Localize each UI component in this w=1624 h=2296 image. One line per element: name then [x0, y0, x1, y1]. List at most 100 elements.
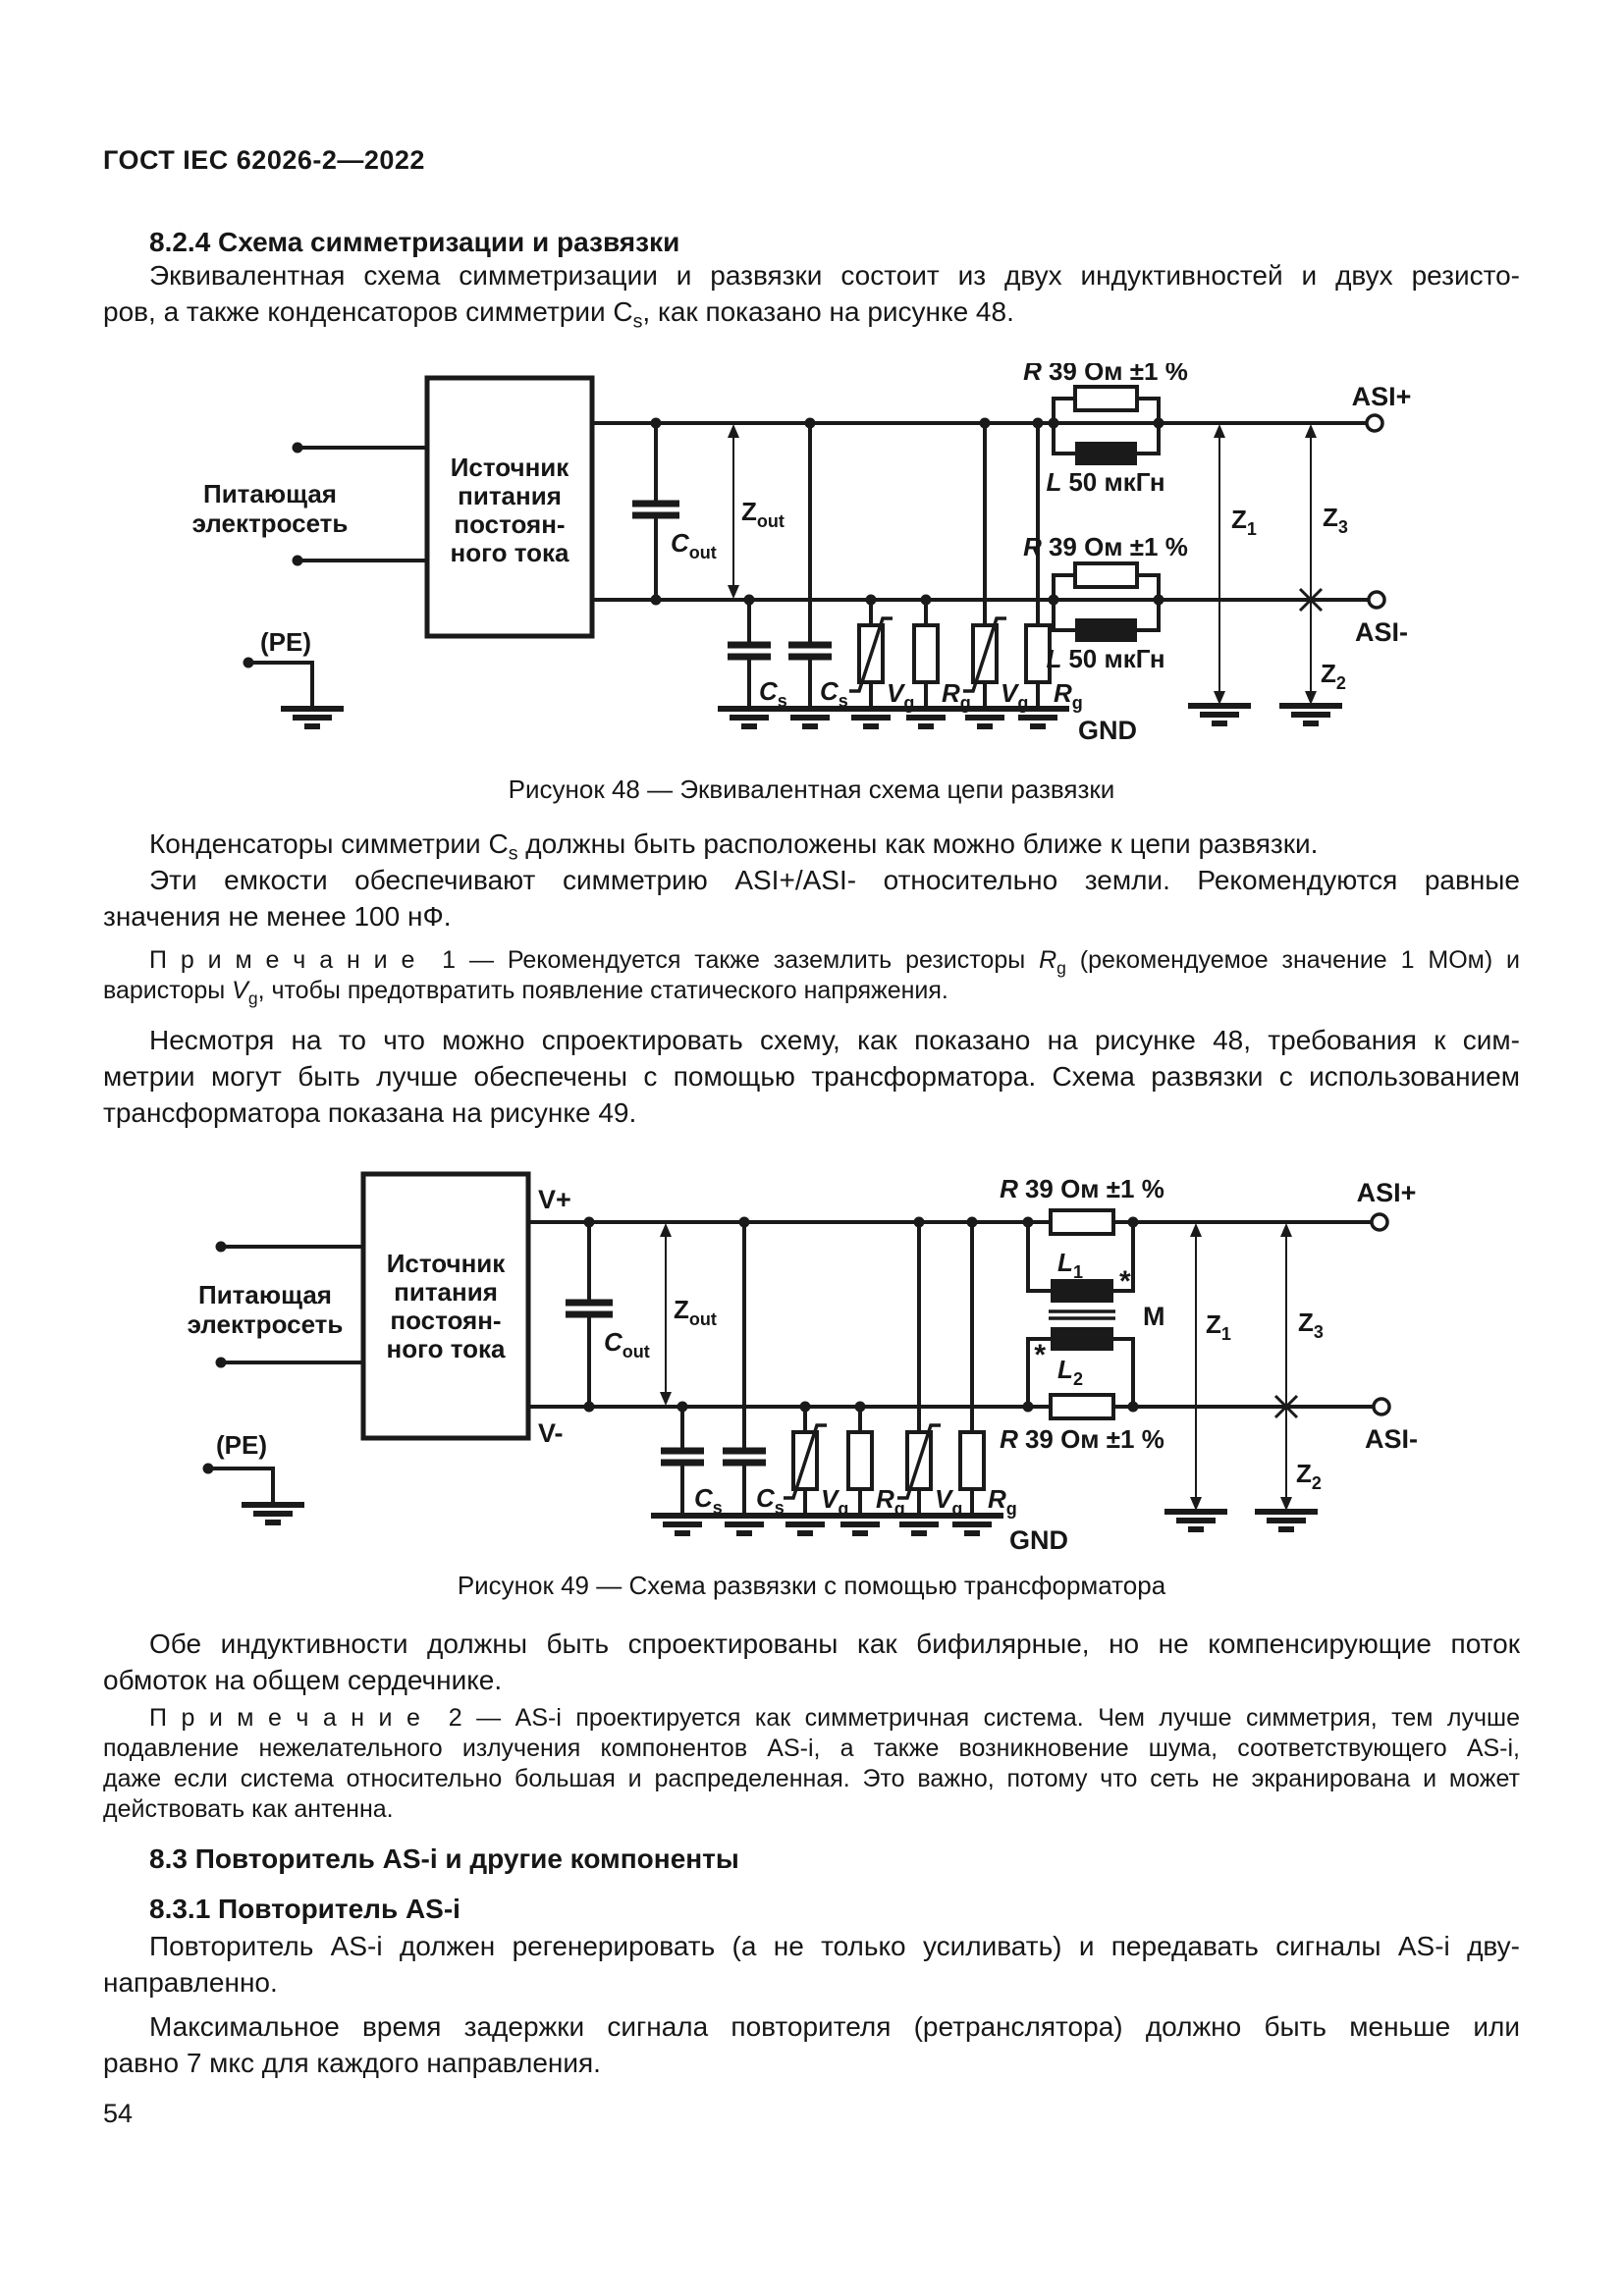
dc-source-box: Источник питания постоян- ного тока	[424, 375, 595, 639]
svg-text:R39 Ом ±1 %: R39 Ом ±1 %	[1000, 1424, 1164, 1454]
cs-capacitor-2: Cs	[779, 421, 848, 729]
r-resistor	[1073, 561, 1139, 589]
svg-text:Cs: Cs	[759, 676, 787, 711]
svg-text:Z1: Z1	[1206, 1309, 1231, 1344]
svg-text:Источник: Источник	[451, 453, 570, 482]
rg-resistor-2: Rg	[1006, 421, 1083, 729]
svg-text:Z3: Z3	[1298, 1308, 1324, 1342]
page-number: 54	[103, 2099, 134, 2128]
z2-label: Z2	[1296, 1459, 1322, 1493]
cout-capacitor: Cout	[632, 421, 717, 602]
svg-text:Z1: Z1	[1231, 505, 1257, 539]
svg-text:Cout: Cout	[604, 1327, 650, 1362]
paragraph-line: равно 7 мкс для каждого направления.	[103, 2048, 601, 2078]
zout-arrow: Zout	[660, 1223, 717, 1406]
supply-label: Питающая электросеть	[192, 479, 349, 538]
note-1-line: варисторы Vg, чтобы предотвратить появле…	[103, 977, 948, 1008]
note-2-line: П р и м е ч а н и е 2 — AS-i проектирует…	[149, 1704, 1520, 1732]
cout-capacitor: Cout	[566, 1220, 650, 1409]
junction-dots	[650, 417, 1164, 606]
figure-48-schematic: Питающая электросеть Источник питания по…	[192, 363, 1412, 745]
subscript: g	[247, 988, 258, 1008]
svg-text:электросеть: электросеть	[192, 508, 349, 538]
pe-ground: (PE)	[243, 627, 344, 729]
svg-text:R39 Ом ±1 %: R39 Ом ±1 %	[1023, 532, 1188, 561]
figure-48-caption: Рисунок 48 — Эквивалентная схема цепи ра…	[508, 774, 1115, 804]
paragraph-line: метрии могут быть лучше обеспечены с пом…	[103, 1061, 1520, 1092]
r-resistor-bottom	[1049, 1393, 1115, 1420]
v-minus-label: V-	[538, 1418, 564, 1448]
variable: R	[1039, 946, 1057, 974]
svg-text:электросеть: электросеть	[188, 1309, 344, 1339]
paragraph-line: значения не менее 100 нФ.	[103, 901, 452, 932]
z1-arrow: Z1	[1164, 1223, 1231, 1532]
v-plus-label: V+	[538, 1185, 571, 1214]
l2-coil	[1051, 1327, 1113, 1351]
note-2-line: даже если система относительно большая и…	[103, 1765, 1520, 1792]
svg-text:Z3: Z3	[1323, 503, 1348, 537]
pe-ground: (PE)	[202, 1430, 304, 1525]
cs-capacitor-1: Cs	[651, 1405, 723, 1536]
variable: V	[232, 977, 248, 1004]
gnd-label: GND	[1078, 716, 1137, 745]
supply-label: Питающая электросеть	[188, 1280, 344, 1339]
svg-text:(PE): (PE)	[260, 627, 311, 657]
svg-text:L50 мкГн: L50 мкГн	[1046, 644, 1164, 673]
asi-minus-terminal: ASI-	[1365, 1397, 1418, 1454]
svg-text:Rg: Rg	[942, 678, 971, 713]
zout-arrow: Zout	[728, 424, 785, 599]
l-inductor	[1075, 618, 1137, 642]
svg-text:ASI+: ASI+	[1352, 382, 1412, 411]
svg-text:Vg: Vg	[887, 678, 914, 713]
paragraph-line: ров, а также конденсаторов симметрии Cs,…	[103, 296, 1014, 333]
transformer-core	[1049, 1309, 1115, 1320]
section-heading-83: 8.3 Повторитель AS-i и другие компоненты	[149, 1843, 739, 1874]
figure-49: Питающая электросеть Источник питания по…	[167, 1156, 1520, 1559]
cs-capacitor-1: Cs	[718, 598, 787, 729]
svg-text:Cs: Cs	[756, 1483, 785, 1518]
vg-varistor-2: Vg	[888, 1220, 962, 1536]
paragraph-line: Максимальное время задержки сигнала повт…	[149, 2011, 1520, 2042]
z3-arrow: Z3	[1279, 424, 1348, 726]
svg-text:Zout: Zout	[674, 1295, 717, 1329]
svg-text:Cout: Cout	[671, 528, 717, 562]
svg-text:Vg: Vg	[935, 1484, 962, 1519]
figure-49-schematic: Питающая электросеть Источник питания по…	[188, 1171, 1418, 1555]
mutual-coupling-label: M	[1143, 1302, 1165, 1331]
paragraph-line: направленно.	[103, 1967, 278, 1998]
svg-text:Rg: Rg	[1054, 678, 1083, 713]
svg-text:ASI+: ASI+	[1357, 1178, 1417, 1207]
svg-text:(PE): (PE)	[216, 1430, 267, 1460]
svg-text:ного тока: ного тока	[387, 1334, 506, 1363]
subscript: s	[632, 310, 643, 333]
svg-text:Zout: Zout	[741, 497, 785, 531]
svg-text:Cs: Cs	[820, 676, 848, 711]
r-resistor-top	[1049, 1208, 1115, 1236]
rg-resistor-1: Rg	[829, 1405, 905, 1536]
l1-label: L1	[1057, 1248, 1083, 1282]
note-2-line: действовать как антенна.	[103, 1795, 394, 1823]
paragraph-line: Эти емкости обеспечивают симметрию ASI+/…	[149, 865, 1520, 895]
r-resistor	[1073, 385, 1139, 412]
figure-48: Питающая электросеть Источник питания по…	[167, 363, 1520, 761]
winding-dot-l1: *	[1119, 1265, 1131, 1298]
paragraph-line: Несмотря на то что можно спроектировать …	[149, 1025, 1520, 1055]
asi-plus-terminal: ASI+	[1352, 382, 1412, 433]
figure-49-caption: Рисунок 49 — Схема развязки с помощью тр…	[457, 1571, 1166, 1600]
svg-text:питания: питания	[394, 1277, 498, 1307]
note-2-line: подавление нежелательного излучения комп…	[103, 1735, 1520, 1762]
winding-dot-l2: *	[1034, 1339, 1046, 1371]
rg-resistor-2: Rg	[941, 1220, 1017, 1536]
vg-varistor-1: Vg	[774, 1405, 848, 1536]
asi-minus-terminal: ASI-	[1355, 590, 1408, 647]
svg-text:Rg: Rg	[876, 1484, 905, 1519]
l2-label: L2	[1057, 1355, 1083, 1389]
svg-text:ного тока: ного тока	[451, 538, 569, 567]
svg-text:ASI-: ASI-	[1355, 617, 1408, 647]
svg-text:питания: питания	[458, 481, 562, 510]
paragraph-line: Конденсаторы симметрии Cs должны быть ра…	[149, 828, 1319, 865]
section-heading-824: 8.2.4 Схема симметризации и развязки	[149, 227, 680, 257]
